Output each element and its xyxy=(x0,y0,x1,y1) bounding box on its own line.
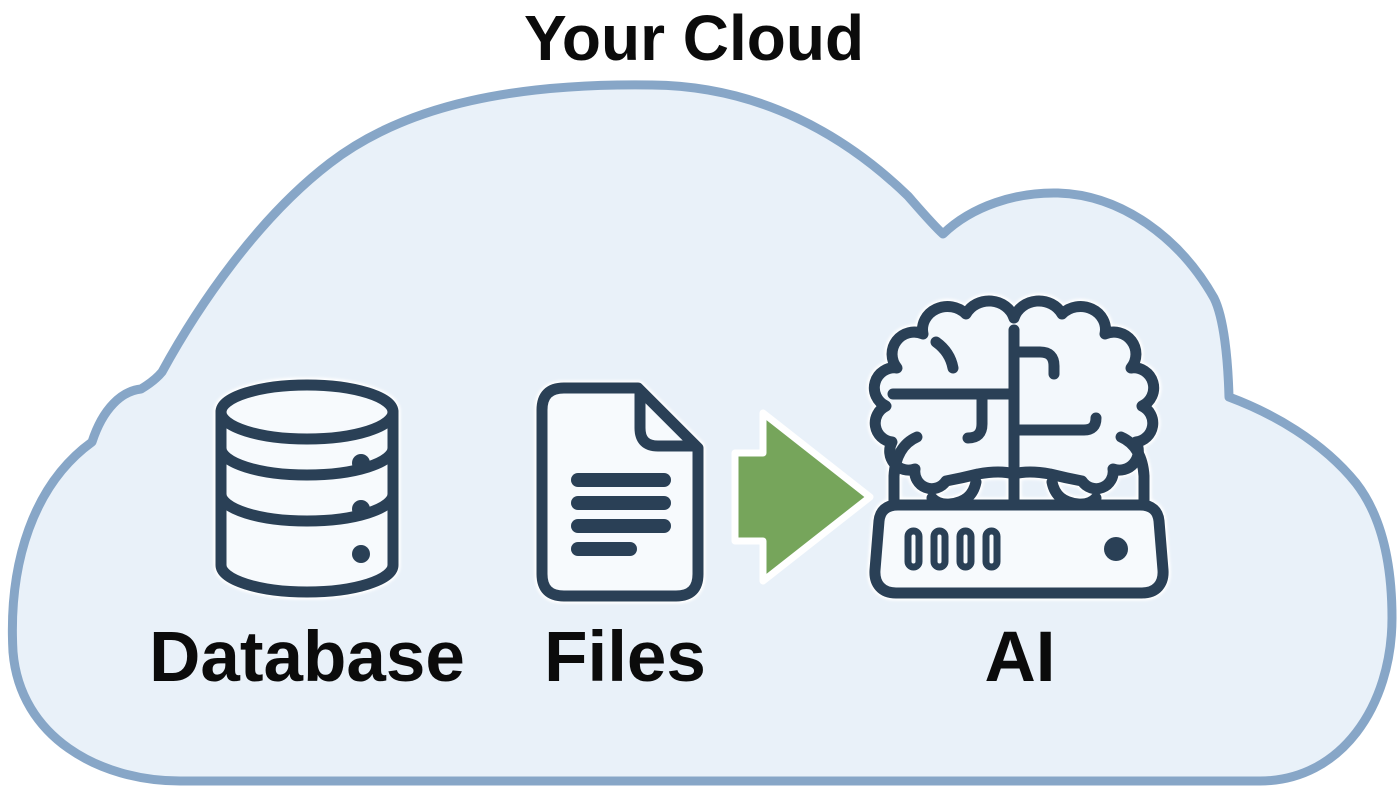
server-icon xyxy=(869,431,1169,599)
label-ai: AI xyxy=(984,618,1056,697)
ai-brain-server-icon xyxy=(868,295,1169,599)
diagram-title: Your Cloud xyxy=(523,2,865,74)
cloud-shape xyxy=(7,80,1397,786)
brain-icon xyxy=(868,295,1160,510)
label-database: Database xyxy=(149,618,465,697)
database-icon xyxy=(215,379,399,598)
label-files: Files xyxy=(544,618,706,697)
arrow-right-icon xyxy=(731,409,874,585)
document-file-icon xyxy=(536,382,704,602)
